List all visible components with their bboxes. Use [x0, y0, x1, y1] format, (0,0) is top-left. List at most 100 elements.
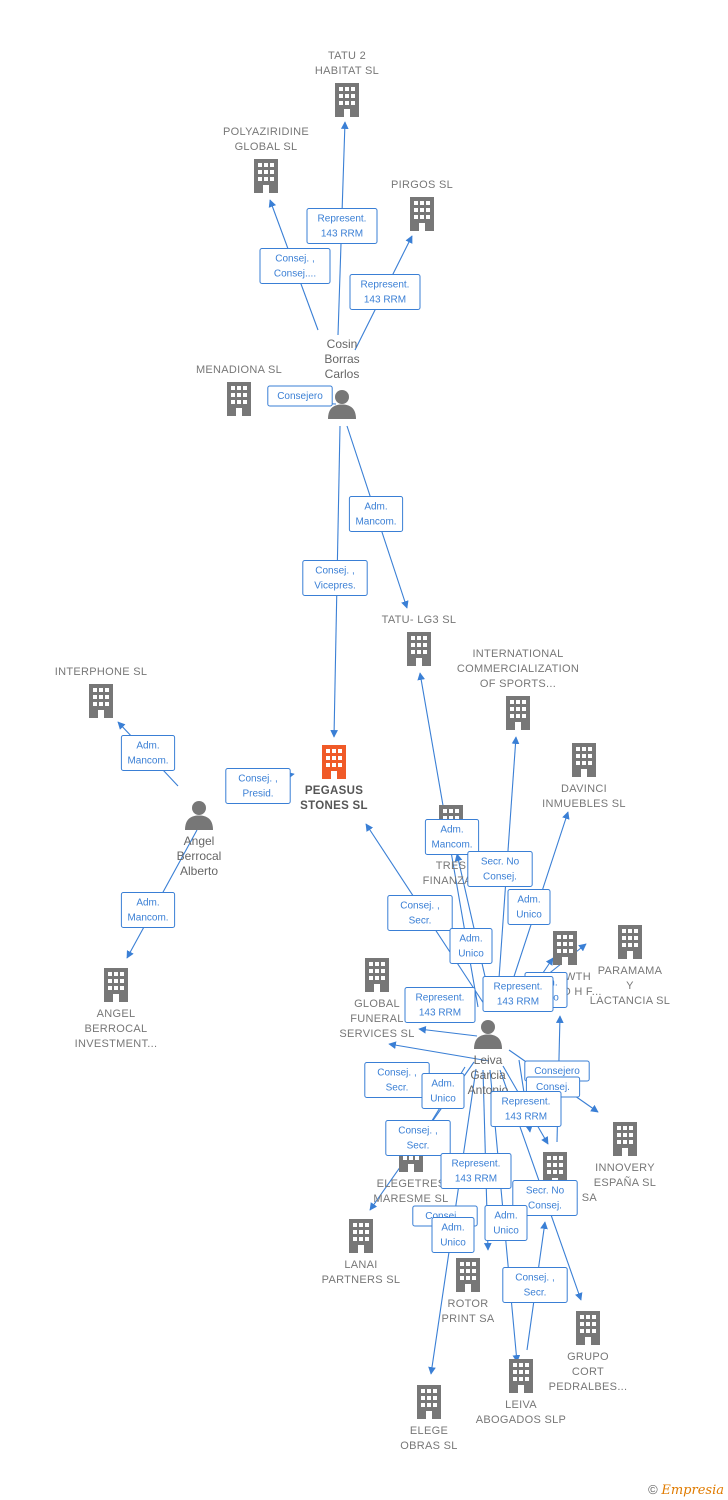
- edge-label-e14[interactable]: Adm.Unico: [449, 928, 493, 964]
- node-label-line: GLOBAL SL: [235, 141, 298, 153]
- edge-label-box: [404, 987, 476, 1023]
- node-label-line: LANAI: [344, 1259, 377, 1271]
- edge-label-e12[interactable]: Consej. ,Secr.: [387, 895, 453, 931]
- company-node-grupocort[interactable]: GRUPOCORTPEDRALBES...: [549, 1311, 628, 1393]
- company-node-intl[interactable]: INTERNATIONAL COMMERCIALIZATION OF SPORTS.…: [457, 648, 579, 730]
- edge-label-e22[interactable]: Represent.143 RRM: [490, 1091, 562, 1127]
- node-label-line: HABITAT SL: [315, 65, 379, 77]
- edge-label-text: 143 RRM: [419, 1008, 461, 1019]
- company-node-lanai[interactable]: LANAI PARTNERS SL: [322, 1219, 401, 1286]
- edge-label-text: Represent.: [452, 1159, 501, 1170]
- edge-label-e8[interactable]: Consej. ,Presid.: [225, 768, 291, 804]
- node-label-line: OF SPORTS...: [480, 678, 556, 690]
- building-icon: [553, 931, 577, 965]
- edge-label-e1[interactable]: Represent.143 RRM: [306, 208, 378, 244]
- building-icon: [417, 1385, 441, 1419]
- building-icon: [572, 743, 596, 777]
- edge-label-text: Mancom.: [355, 517, 396, 528]
- node-label-line: ELEGETRES: [377, 1178, 446, 1190]
- edge-label-box: [387, 895, 453, 931]
- edge-label-e7[interactable]: Adm.Mancom.: [120, 735, 176, 771]
- edge-label-text: Consej.: [528, 1201, 562, 1212]
- edge-label-e6[interactable]: Consej. ,Vicepres.: [302, 560, 368, 596]
- node-label-line: INMUEBLES SL: [542, 798, 626, 810]
- edge-label-e4[interactable]: Consejero: [267, 385, 333, 407]
- edge-label-text: 143 RRM: [505, 1112, 547, 1123]
- edge-label-text: Consej.: [483, 872, 517, 883]
- edge-label-e19[interactable]: Consej. ,Secr.: [364, 1062, 430, 1098]
- edge-label-box: [490, 1091, 562, 1127]
- node-label-line: TATU 2: [328, 50, 366, 62]
- edge-label-text: Mancom.: [127, 913, 168, 924]
- edge-label-text: Secr.: [386, 1083, 409, 1094]
- node-label-line: COMMERCIALIZATION: [457, 663, 579, 675]
- edge-label-e27[interactable]: Adm.Unico: [431, 1217, 475, 1253]
- node-label-line: ELEGE: [410, 1425, 448, 1437]
- edge-label-text: Consej. ,: [400, 901, 439, 912]
- company-node-tatu2[interactable]: TATU 2 HABITAT SL: [315, 50, 379, 117]
- edge-label-text: 143 RRM: [321, 229, 363, 240]
- edge-label-e24[interactable]: Represent.143 RRM: [440, 1153, 512, 1189]
- edge-label-text: Consejero: [534, 1066, 580, 1077]
- node-label-line: INVESTMENT...: [75, 1038, 158, 1050]
- node-label-line: Y: [626, 980, 634, 992]
- company-node-interphone[interactable]: INTERPHONE SL: [55, 666, 148, 718]
- edge-label-e2[interactable]: Consej. ,Consej....: [259, 248, 331, 284]
- edge-label-e10[interactable]: Adm.Mancom.: [424, 819, 480, 855]
- edge-label-e17[interactable]: Represent.143 RRM: [482, 976, 554, 1012]
- edge-label-e9[interactable]: Adm.Mancom.: [120, 892, 176, 928]
- company-node-menadiona[interactable]: MENADIONA SL: [196, 364, 282, 416]
- edge-label-text: Adm.: [494, 1211, 517, 1222]
- brand-logo[interactable]: Empresia: [661, 1483, 724, 1498]
- edge-label-e16[interactable]: Represent.143 RRM: [404, 987, 476, 1023]
- company-node-angelberrocal[interactable]: ANGELBERROCALINVESTMENT...: [75, 968, 158, 1050]
- company-node-pirgos[interactable]: PIRGOS SL: [391, 179, 453, 231]
- edge-label-e29[interactable]: Consej. ,Secr.: [502, 1267, 568, 1303]
- node-label-line: INNOVERY: [595, 1162, 655, 1174]
- edge-label-e20[interactable]: Adm.Unico: [421, 1073, 465, 1109]
- edge-label-e23[interactable]: Consej. ,Secr.: [385, 1120, 451, 1156]
- edge-line-21: [388, 1041, 490, 1062]
- edge-label-e3[interactable]: Represent.143 RRM: [349, 274, 421, 310]
- edge-label-text: Secr.: [524, 1288, 547, 1299]
- node-label-line: PRINT SA: [442, 1313, 495, 1325]
- edge-label-e13[interactable]: Adm.Unico: [507, 889, 551, 925]
- edge-label-box: [440, 1153, 512, 1189]
- node-label-line: Cosin: [327, 337, 358, 351]
- building-icon: [576, 1311, 600, 1345]
- edge-label-text: Represent.: [361, 280, 410, 291]
- node-label-line: SERVICES SL: [339, 1028, 414, 1040]
- edge-label-box: [424, 819, 480, 855]
- edge-label-box: [512, 1180, 578, 1216]
- edge-label-text: Secr.: [407, 1141, 430, 1152]
- edge-label-text: Adm.: [136, 741, 159, 752]
- edge-label-e28[interactable]: Adm.Unico: [484, 1205, 528, 1241]
- node-label-line: INTERNATIONAL: [472, 648, 563, 660]
- node-label-line: GLOBAL: [354, 998, 400, 1010]
- node-label-line: PARAMAMA: [598, 965, 663, 977]
- company-node-tatulg3[interactable]: TATU- LG3 SL: [382, 614, 457, 666]
- node-label-line: PARTNERS SL: [322, 1274, 401, 1286]
- building-icon: [618, 925, 642, 959]
- node-label-line: Borras: [324, 352, 359, 366]
- edge-label-text: Adm.: [364, 502, 387, 513]
- building-icon: [104, 968, 128, 1002]
- node-label-line: LEIVA: [505, 1399, 537, 1411]
- edge-label-e5[interactable]: Adm. Mancom.: [348, 496, 404, 532]
